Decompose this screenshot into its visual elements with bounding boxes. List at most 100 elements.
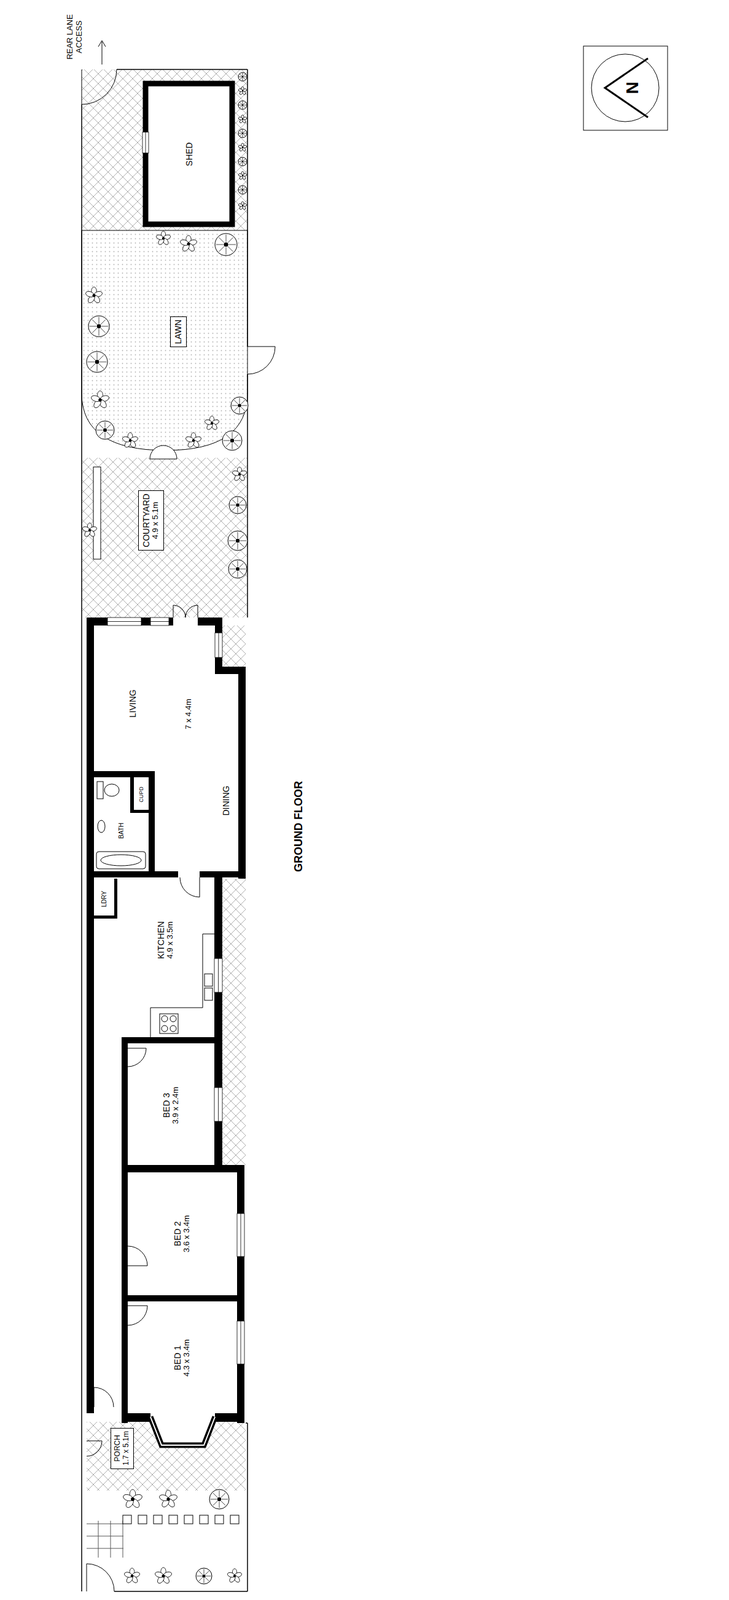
door-swing [81, 69, 276, 1591]
room-name: LAWN [173, 319, 184, 344]
north-arrow [583, 46, 668, 131]
plant-symbol [243, 189, 247, 191]
room-dimension: 4.3 x 3.4m [183, 1338, 193, 1377]
plant-symbol [235, 502, 240, 507]
north-arrow [604, 58, 648, 118]
house-walls [121, 1294, 245, 1301]
plant-symbol [239, 407, 241, 414]
plant-symbol [238, 72, 247, 82]
plant-symbol [241, 118, 244, 121]
plant-symbol [237, 507, 239, 513]
laundry: LDRY [93, 881, 115, 916]
plant-symbol [231, 534, 236, 539]
house-walls [238, 666, 246, 879]
label-holder: LDRY [100, 890, 109, 908]
plant-symbol [221, 1500, 226, 1505]
room-dimension: 4.9 x 3.5m [166, 920, 176, 959]
plant-symbol [238, 143, 248, 152]
plant-symbol [103, 428, 107, 432]
label-holder: LAWN [173, 319, 184, 344]
plant-symbol [196, 1575, 202, 1576]
plant-symbol [229, 568, 236, 570]
plant-symbol [243, 74, 246, 77]
room-name: CUPD [138, 786, 145, 803]
plant-symbol [237, 496, 239, 503]
plant-symbol [237, 542, 239, 550]
shed-walls [145, 83, 233, 225]
plant-symbol [198, 1576, 203, 1581]
bedroom: BED 14.3 x 3.4m [127, 1302, 238, 1413]
plant-symbol [241, 132, 244, 135]
house-walls [93, 915, 118, 919]
house-walls [130, 809, 155, 813]
hedge-row [122, 1514, 132, 1524]
plant-symbol [221, 1492, 226, 1497]
plant-symbol [231, 562, 236, 567]
plant-symbol [221, 1498, 228, 1500]
plant-symbol [238, 506, 243, 510]
plant-symbol [243, 133, 247, 134]
north-arrow [591, 54, 659, 122]
plant-symbol [238, 203, 244, 207]
fixture-symbol [100, 854, 142, 866]
plant-symbol [210, 1498, 217, 1500]
plant-symbol [240, 568, 247, 570]
house-walls [86, 617, 246, 1423]
hedge-row [199, 1514, 209, 1524]
fixture-symbol [96, 40, 215, 1037]
fixture-symbol [97, 819, 106, 833]
paving-and-lawn [86, 1520, 124, 1557]
plant-symbol [106, 423, 112, 429]
plant-symbol [233, 442, 239, 447]
plant-symbol [238, 76, 242, 78]
plant-symbol [242, 77, 244, 82]
fixture-symbol [97, 781, 104, 799]
plant-symbol [81, 522, 98, 538]
plant-symbol [243, 77, 246, 80]
plant-symbol [97, 429, 104, 431]
door-swing [86, 1440, 102, 1456]
plant-symbol [95, 420, 115, 440]
plant-symbol [128, 439, 133, 443]
plant-symbol [162, 237, 165, 240]
property-boundary [246, 69, 249, 347]
plant-symbol [238, 173, 244, 177]
shed: SHED [148, 86, 230, 222]
plant-symbol [90, 390, 110, 410]
shed-walls [142, 132, 149, 153]
plant-symbol [242, 191, 244, 195]
plant-symbol [239, 534, 244, 539]
room-name: BED 2 [172, 1214, 183, 1253]
house-walls [121, 1164, 245, 1172]
plant-symbol [238, 116, 244, 121]
plant-symbol [92, 319, 98, 325]
plant-symbol [242, 73, 244, 77]
plant-symbol [198, 1570, 203, 1575]
hedge-row [184, 1514, 193, 1524]
label-holder: N [622, 81, 643, 94]
door-swing [127, 1305, 148, 1325]
room-dimension: 3.9 x 2.4m [171, 1085, 181, 1124]
plant-symbol [226, 442, 231, 447]
plant-symbol [130, 1574, 134, 1578]
plant-symbol [90, 363, 96, 369]
plant-symbol [229, 244, 237, 246]
room-name: BED 3 [161, 1085, 172, 1124]
plant-symbol [238, 185, 247, 195]
plant-symbol [228, 559, 247, 578]
plant-symbol [229, 496, 247, 514]
plant-symbol [86, 351, 108, 373]
plant-symbol [241, 76, 244, 78]
bedroom: BED 33.9 x 2.4m [127, 1044, 215, 1165]
plant-symbol [243, 159, 246, 161]
property-boundary [114, 1590, 248, 1592]
fixture-symbol [101, 41, 103, 65]
plant-symbol [238, 114, 248, 124]
plant-symbol [98, 431, 104, 437]
house-walls [93, 770, 155, 777]
label-holder: GROUND FLOOR [292, 780, 306, 872]
plant-symbol [186, 241, 190, 246]
plant-symbol [130, 1496, 135, 1501]
plant-symbol [89, 326, 97, 327]
